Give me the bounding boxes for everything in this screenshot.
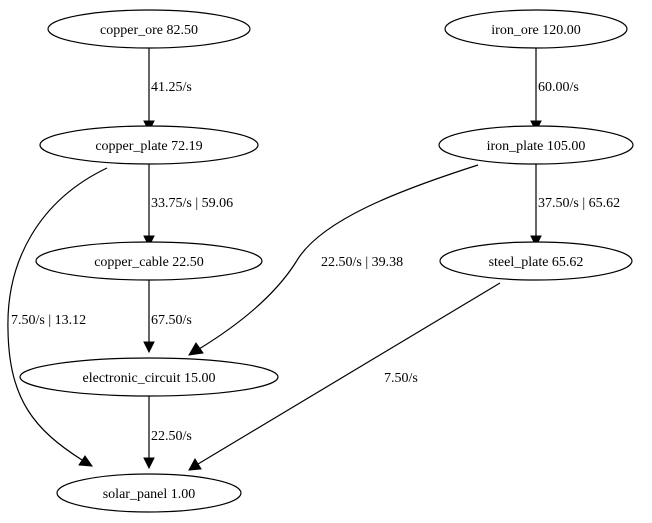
edge-label: 41.25/s — [151, 80, 192, 95]
node-label: electronic_circuit 15.00 — [83, 371, 216, 386]
edge-label: 60.00/s — [538, 80, 579, 95]
node-label: iron_plate 105.00 — [487, 139, 586, 154]
edge-copper-cable-to-electronic-circuit: 67.50/s — [143, 279, 192, 354]
edge-electronic-circuit-to-solar-panel: 22.50/s — [143, 396, 192, 470]
node-iron-plate: iron_plate 105.00 — [438, 125, 634, 165]
node-iron-ore: iron_ore 120.00 — [444, 9, 628, 49]
node-label: copper_cable 22.50 — [94, 255, 204, 270]
edge-label: 22.50/s — [151, 429, 192, 444]
node-copper-plate: copper_plate 72.19 — [39, 125, 259, 165]
edge-iron-ore-to-iron-plate: 60.00/s — [530, 48, 579, 133]
edge-copper-ore-to-copper-plate: 41.25/s — [143, 48, 192, 133]
node-label: copper_ore 82.50 — [100, 23, 198, 38]
edge-steel-plate-to-solar-panel: 7.50/s — [188, 282, 501, 471]
node-label: steel_plate 65.62 — [489, 255, 584, 270]
edge-label: 37.50/s | 65.62 — [538, 196, 620, 211]
node-steel-plate: steel_plate 65.62 — [439, 241, 633, 281]
edge-label: 33.75/s | 59.06 — [151, 196, 233, 211]
edge-iron-plate-to-steel-plate: 37.50/s | 65.62 — [530, 163, 620, 248]
edges: 41.25/s 60.00/s 33.75/s | 59.06 37.50/s … — [7, 48, 620, 471]
edge-label: 7.50/s | 13.12 — [11, 313, 86, 328]
node-label: iron_ore 120.00 — [491, 23, 580, 38]
edge-label: 7.50/s — [384, 371, 418, 386]
node-label: solar_panel 1.00 — [103, 487, 196, 502]
node-copper-ore: copper_ore 82.50 — [47, 9, 251, 49]
node-solar-panel: solar_panel 1.00 — [56, 473, 242, 513]
edge-label: 67.50/s — [151, 313, 192, 328]
nodes: copper_ore 82.50 iron_ore 120.00 copper_… — [19, 9, 634, 513]
node-label: copper_plate 72.19 — [95, 139, 202, 154]
edge-copper-plate-to-copper-cable: 33.75/s | 59.06 — [143, 163, 233, 248]
edge-label: 22.50/s | 39.38 — [321, 255, 403, 270]
node-copper-cable: copper_cable 22.50 — [35, 241, 263, 281]
edge-iron-plate-to-electronic-circuit: 22.50/s | 39.38 — [188, 164, 479, 356]
node-electronic-circuit: electronic_circuit 15.00 — [19, 357, 279, 397]
edge-copper-plate-to-solar-panel: 7.50/s | 13.12 — [7, 167, 108, 467]
